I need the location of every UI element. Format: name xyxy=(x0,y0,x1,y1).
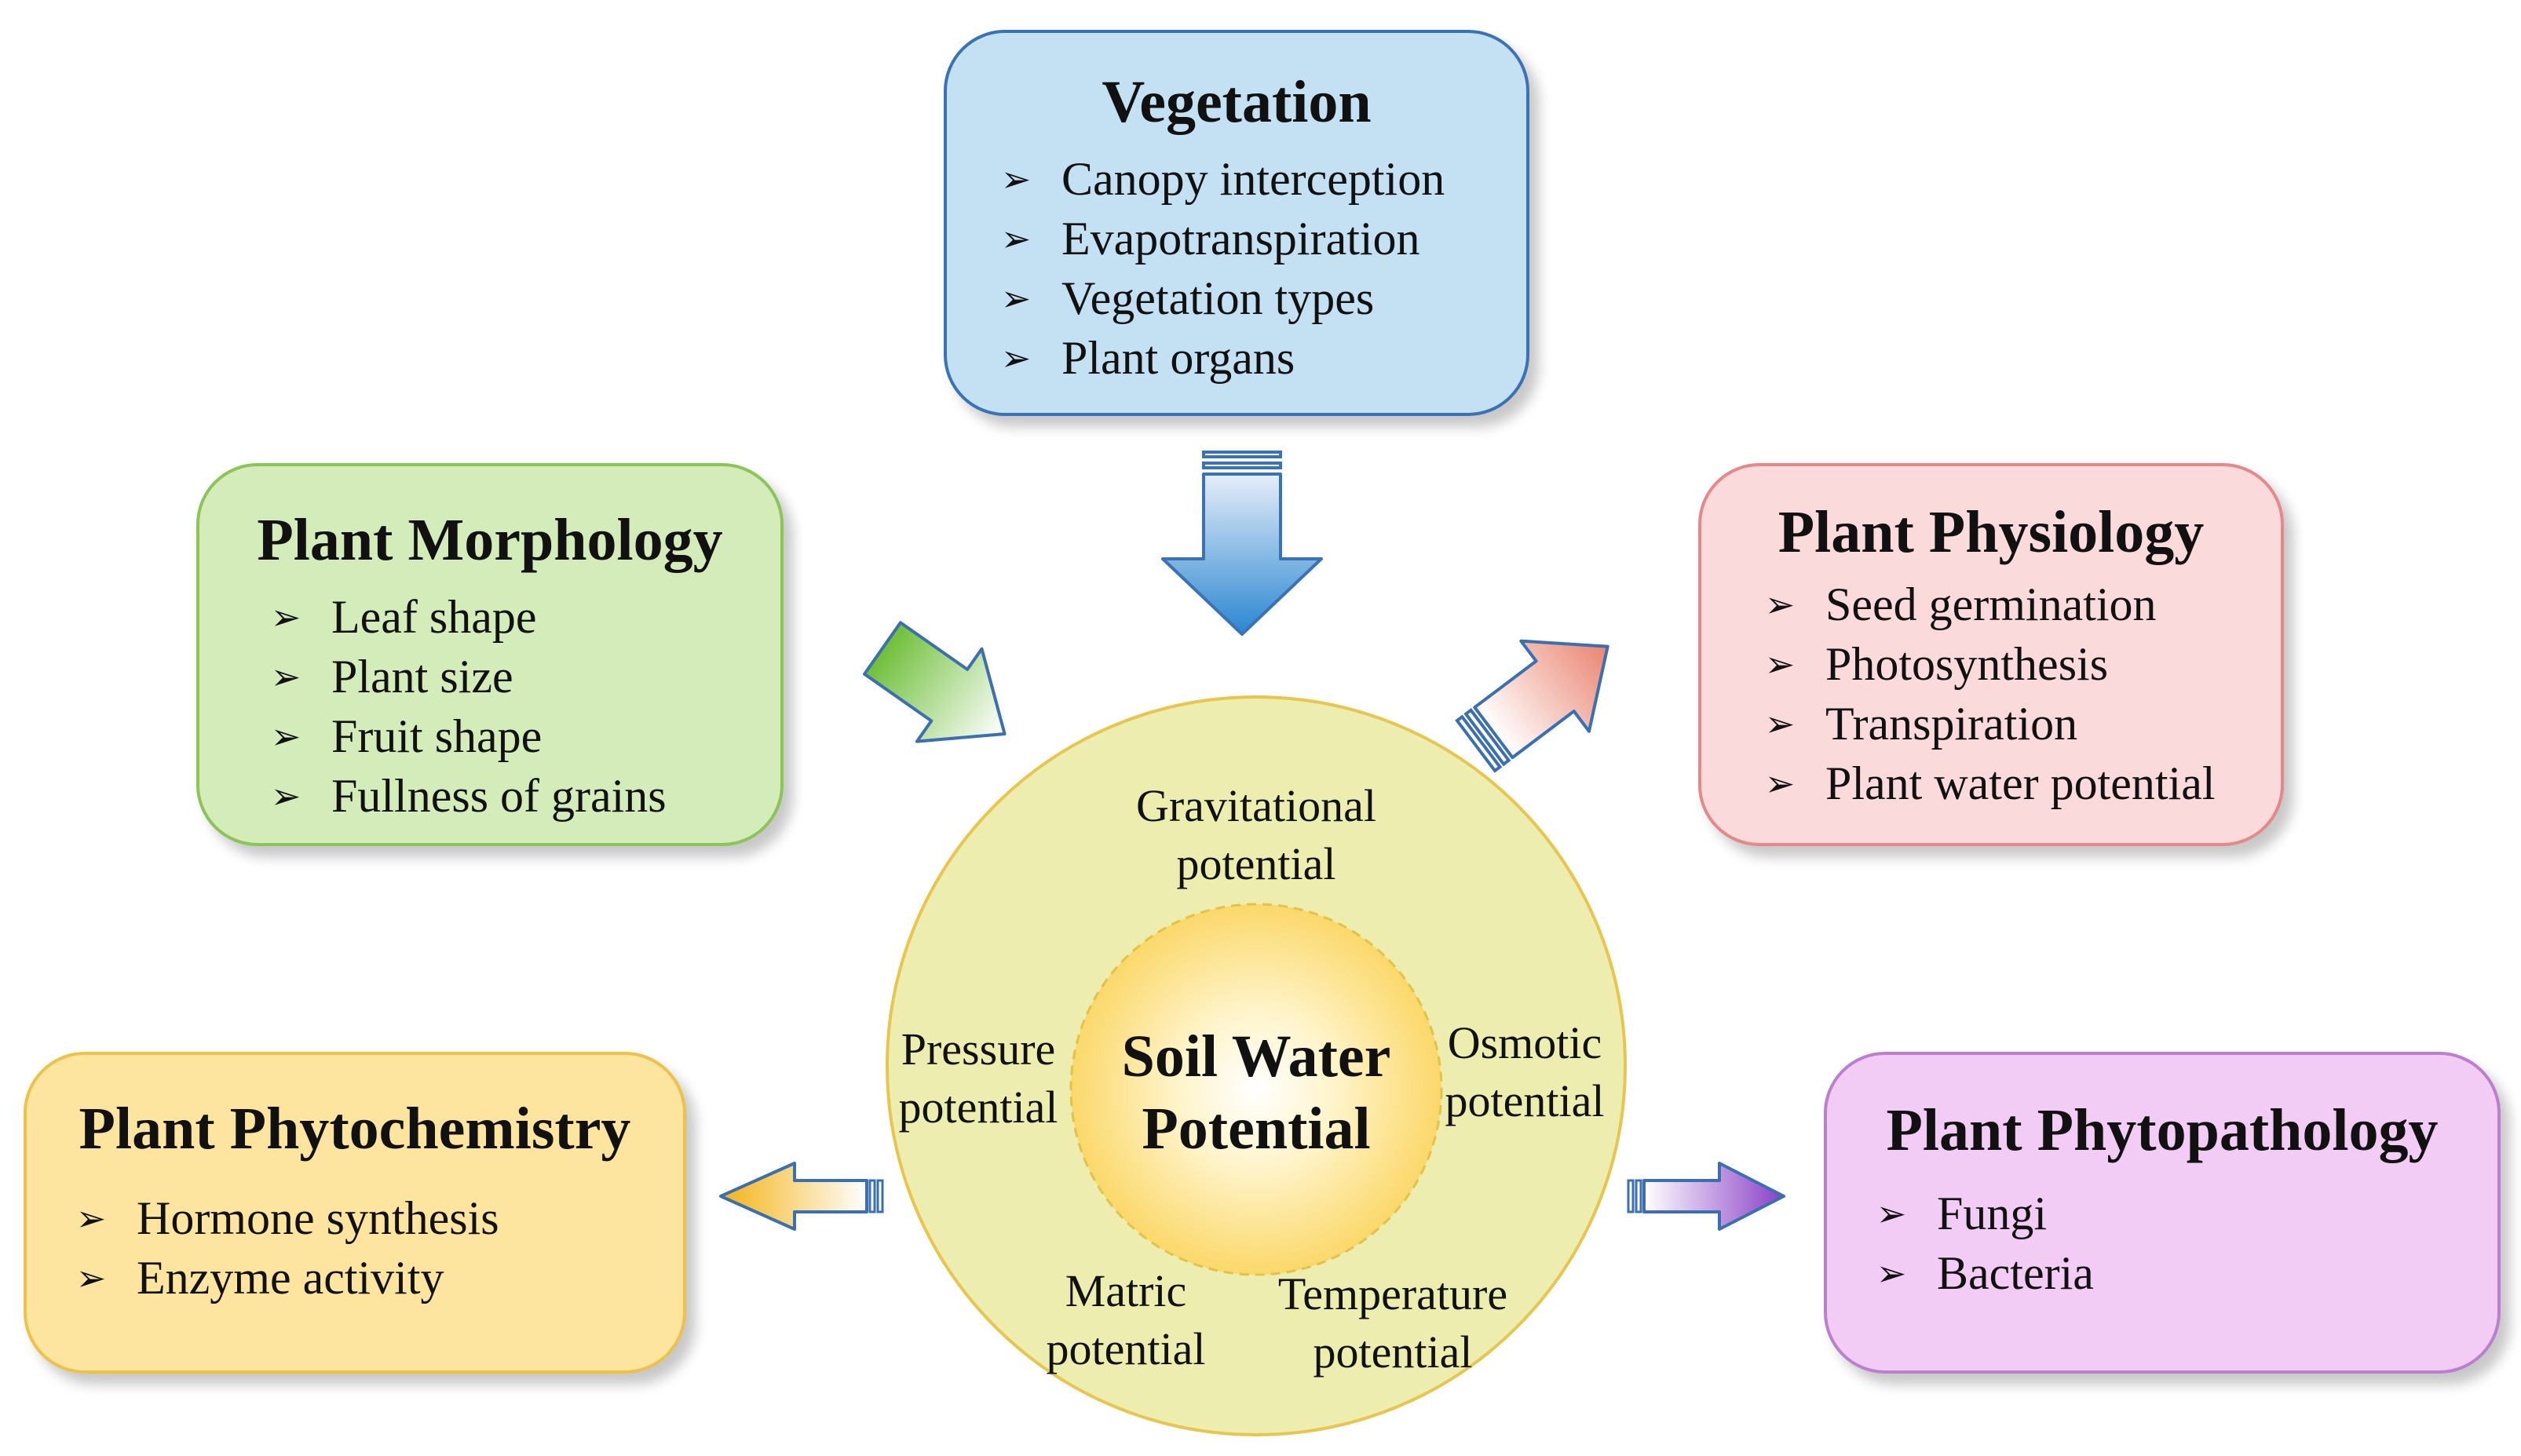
soil-water-core xyxy=(1069,903,1443,1276)
list-item: ➢ Fungi xyxy=(1868,1184,2497,1243)
list-item-label: Fullness of grains xyxy=(331,770,667,822)
list-item: ➢ Plant water potential xyxy=(1756,754,2281,813)
gravitational-line-2: potential xyxy=(1176,838,1336,889)
temperature-line-2: potential xyxy=(1313,1326,1473,1378)
physiology-title: Plant Physiology xyxy=(1777,499,2205,565)
gravitational-potential-label: Gravitational potential xyxy=(1099,777,1413,893)
phytopathology-list: ➢ Fungi ➢ Bacteria xyxy=(1868,1184,2497,1303)
list-item: ➢ Hormone synthesis xyxy=(68,1188,683,1248)
matric-line-2: potential xyxy=(1046,1323,1206,1374)
list-item: ➢ Leaf shape xyxy=(262,587,780,647)
core-title-line-2: Potential xyxy=(1142,1096,1371,1162)
physiology-box: Plant Physiology ➢ Seed germination ➢ Phot… xyxy=(1698,463,2284,846)
list-item-label: Transpiration xyxy=(1825,698,2078,750)
list-item: ➢ Fullness of grains xyxy=(262,766,780,826)
phytopathology-box: Plant Phytopathology ➢ Fungi ➢ Bacteria xyxy=(1824,1052,2501,1374)
list-item-label: Evapotranspiration xyxy=(1061,213,1420,265)
arrowhead-bullet-icon: ➢ xyxy=(1764,643,1796,685)
list-item-label: Fungi xyxy=(1937,1188,2048,1239)
list-item-label: Seed germination xyxy=(1825,578,2157,630)
list-item: ➢ Bacteria xyxy=(1868,1243,2497,1303)
list-item: ➢ Canopy interception xyxy=(992,149,1526,209)
list-item: ➢ Plant size xyxy=(262,647,780,706)
list-item: ➢ Seed germination xyxy=(1756,575,2281,634)
phytochemistry-box: Plant Phytochemistry ➢ Hormone synthesis … xyxy=(24,1052,686,1374)
list-item: ➢ Photosynthesis xyxy=(1756,634,2281,694)
arrow-left-icon xyxy=(719,1162,884,1231)
arrow-down-icon xyxy=(1161,451,1323,636)
temperature-line-1: Temperature xyxy=(1277,1268,1508,1319)
list-item-label: Bacteria xyxy=(1937,1247,2094,1299)
physiology-list: ➢ Seed germination ➢ Photosynthesis ➢ Trans… xyxy=(1756,575,2281,813)
arrowhead-bullet-icon: ➢ xyxy=(1000,158,1032,200)
arrowhead-bullet-icon: ➢ xyxy=(1876,1192,1907,1235)
list-item-label: Enzyme activity xyxy=(137,1252,444,1304)
morphology-list: ➢ Leaf shape ➢ Plant size ➢ Fruit shape ➢ Fu… xyxy=(262,587,780,826)
list-item: ➢ Vegetation types xyxy=(992,268,1526,328)
vegetation-list: ➢ Canopy interception ➢ Evapotranspiration… xyxy=(992,149,1526,388)
phytochemistry-list: ➢ Hormone synthesis ➢ Enzyme activity xyxy=(68,1188,683,1308)
list-item: ➢ Evapotranspiration xyxy=(992,209,1526,268)
list-item: ➢ Fruit shape xyxy=(262,706,780,766)
arrow-up-right-icon xyxy=(1455,639,1609,773)
vegetation-title: Vegetation xyxy=(1102,69,1372,135)
arrowhead-bullet-icon: ➢ xyxy=(1000,217,1032,260)
list-item: ➢ Transpiration xyxy=(1756,694,2281,754)
temperature-potential-label: Temperature potential xyxy=(1259,1265,1526,1381)
arrowhead-bullet-icon: ➢ xyxy=(75,1197,107,1239)
arrowhead-bullet-icon: ➢ xyxy=(270,715,301,757)
list-item-label: Canopy interception xyxy=(1061,153,1445,205)
arrowhead-bullet-icon: ➢ xyxy=(1000,337,1032,379)
arrow-right-icon xyxy=(1627,1162,1785,1231)
osmotic-line-1: Osmotic xyxy=(1447,1017,1602,1068)
list-item-label: Fruit shape xyxy=(331,710,543,762)
core-title-line-1: Soil Water xyxy=(1121,1024,1391,1089)
list-item-label: Plant water potential xyxy=(1825,757,2216,809)
list-item-label: Plant organs xyxy=(1061,332,1295,384)
arrowhead-bullet-icon: ➢ xyxy=(1000,277,1032,319)
list-item-label: Plant size xyxy=(331,651,513,702)
arrowhead-bullet-icon: ➢ xyxy=(75,1257,107,1299)
arrowhead-bullet-icon: ➢ xyxy=(1764,762,1796,805)
list-item-label: Hormone synthesis xyxy=(137,1192,499,1244)
arrowhead-bullet-icon: ➢ xyxy=(270,596,301,638)
list-item: ➢ Plant organs xyxy=(992,328,1526,388)
morphology-title: Plant Morphology xyxy=(257,507,723,573)
list-item-label: Vegetation types xyxy=(1061,272,1375,324)
phytopathology-title: Plant Phytopathology xyxy=(1886,1097,2439,1163)
pressure-line-2: potential xyxy=(898,1082,1058,1133)
arrowhead-bullet-icon: ➢ xyxy=(1764,702,1796,745)
arrowhead-bullet-icon: ➢ xyxy=(270,655,301,698)
matric-potential-label: Matric potential xyxy=(1032,1262,1220,1378)
list-item: ➢ Enzyme activity xyxy=(68,1248,683,1308)
arrowhead-bullet-icon: ➢ xyxy=(270,775,301,817)
arrowhead-bullet-icon: ➢ xyxy=(1764,583,1796,626)
phytochemistry-title: Plant Phytochemistry xyxy=(79,1096,631,1162)
arrow-up-left-icon xyxy=(863,621,1007,743)
osmotic-potential-label: Osmotic potential xyxy=(1423,1014,1627,1130)
osmotic-line-2: potential xyxy=(1445,1075,1605,1126)
matric-line-1: Matric xyxy=(1065,1265,1187,1316)
vegetation-box: Vegetation ➢ Canopy interception ➢ Evapotr… xyxy=(944,30,1529,416)
list-item-label: Photosynthesis xyxy=(1825,638,2109,690)
core-title: Soil Water Potential xyxy=(1107,1020,1405,1165)
pressure-line-1: Pressure xyxy=(901,1024,1056,1075)
arrowhead-bullet-icon: ➢ xyxy=(1876,1252,1907,1294)
list-item-label: Leaf shape xyxy=(331,591,537,643)
gravitational-line-1: Gravitational xyxy=(1135,780,1376,831)
morphology-box: Plant Morphology ➢ Leaf shape ➢ Plant size… xyxy=(196,463,784,846)
pressure-potential-label: Pressure potential xyxy=(876,1020,1080,1137)
